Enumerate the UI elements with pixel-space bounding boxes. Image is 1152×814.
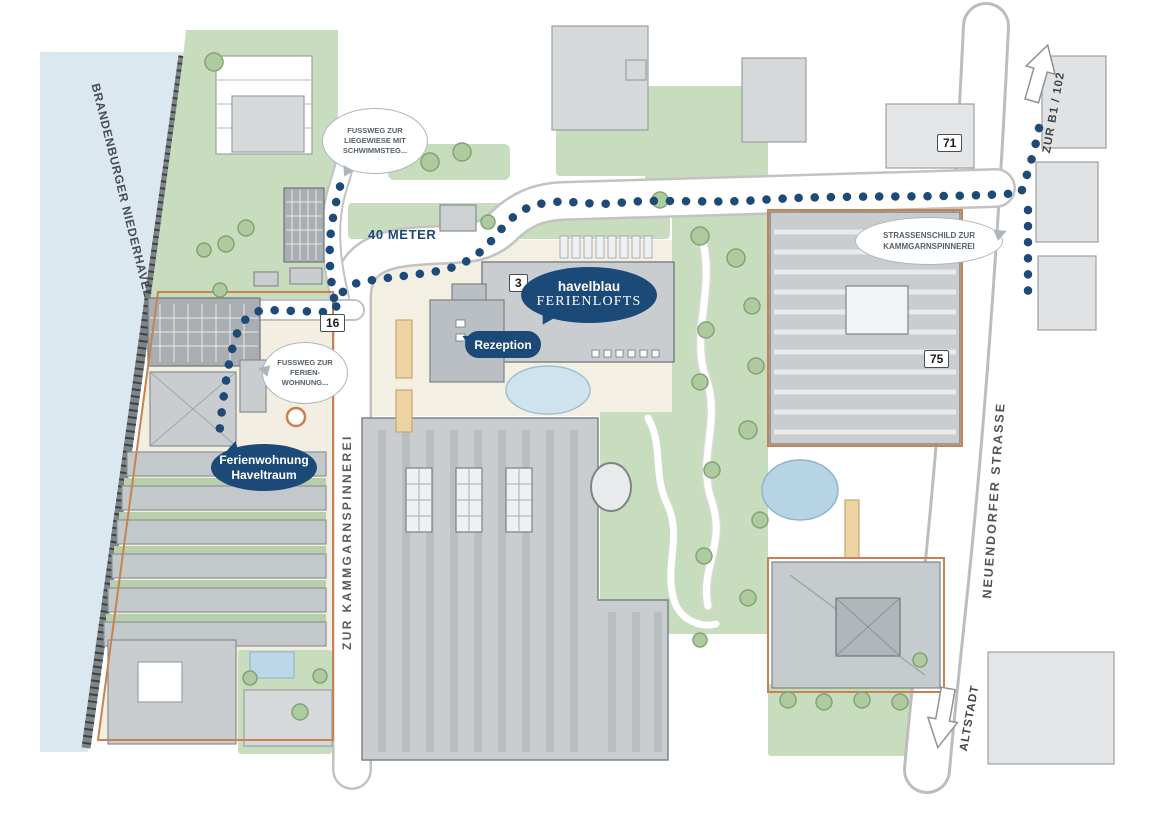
callout-fussweg-ferienwohnung: FUSSWEG ZUR FERIEN-WOHNUNG... <box>262 342 348 404</box>
callout-fussweg-liegewiese: FUSSWEG ZUR LIEGEWIESE MIT SCHWIMMSTEG..… <box>322 108 428 174</box>
house-number-badge-16: 16 <box>320 314 346 332</box>
street-label-kammgarnspinnerei: ZUR KAMMGARNSPINNEREI <box>340 434 354 650</box>
trees <box>196 52 928 721</box>
callout-havelblau-ferienlofts: havelblau FERIENLOFTS <box>521 267 657 323</box>
ponds <box>249 365 839 679</box>
house-number-badge-75: 75 <box>924 350 950 368</box>
river-water <box>40 52 186 752</box>
parcel-outlines <box>96 209 963 741</box>
callout-ferienwohnung-haveltraum: Ferienwohnung Haveltraum <box>211 444 317 491</box>
arrow-altstadt-icon <box>926 686 959 750</box>
haveltraum-line1: Ferienwohnung <box>219 452 309 467</box>
route-dots-icon <box>214 123 1044 441</box>
brand-line1: havelblau <box>557 278 621 294</box>
callout-rezeption: Rezeption <box>465 331 541 358</box>
quay-wall <box>81 55 188 749</box>
haveltraum-line2: Haveltraum <box>231 467 297 482</box>
brand-line2: FERIENLOFTS <box>536 294 642 310</box>
route-distance-label: 40 METER <box>368 227 437 242</box>
house-number-badge-71: 71 <box>937 134 963 152</box>
callout-strassenschild: STRASSENSCHILD ZUR KAMMGARNSPINNEREI <box>855 217 1003 265</box>
garden-paths <box>644 233 722 629</box>
rezeption-label: Rezeption <box>474 337 532 352</box>
arrow-to-b1-icon <box>1024 43 1057 104</box>
